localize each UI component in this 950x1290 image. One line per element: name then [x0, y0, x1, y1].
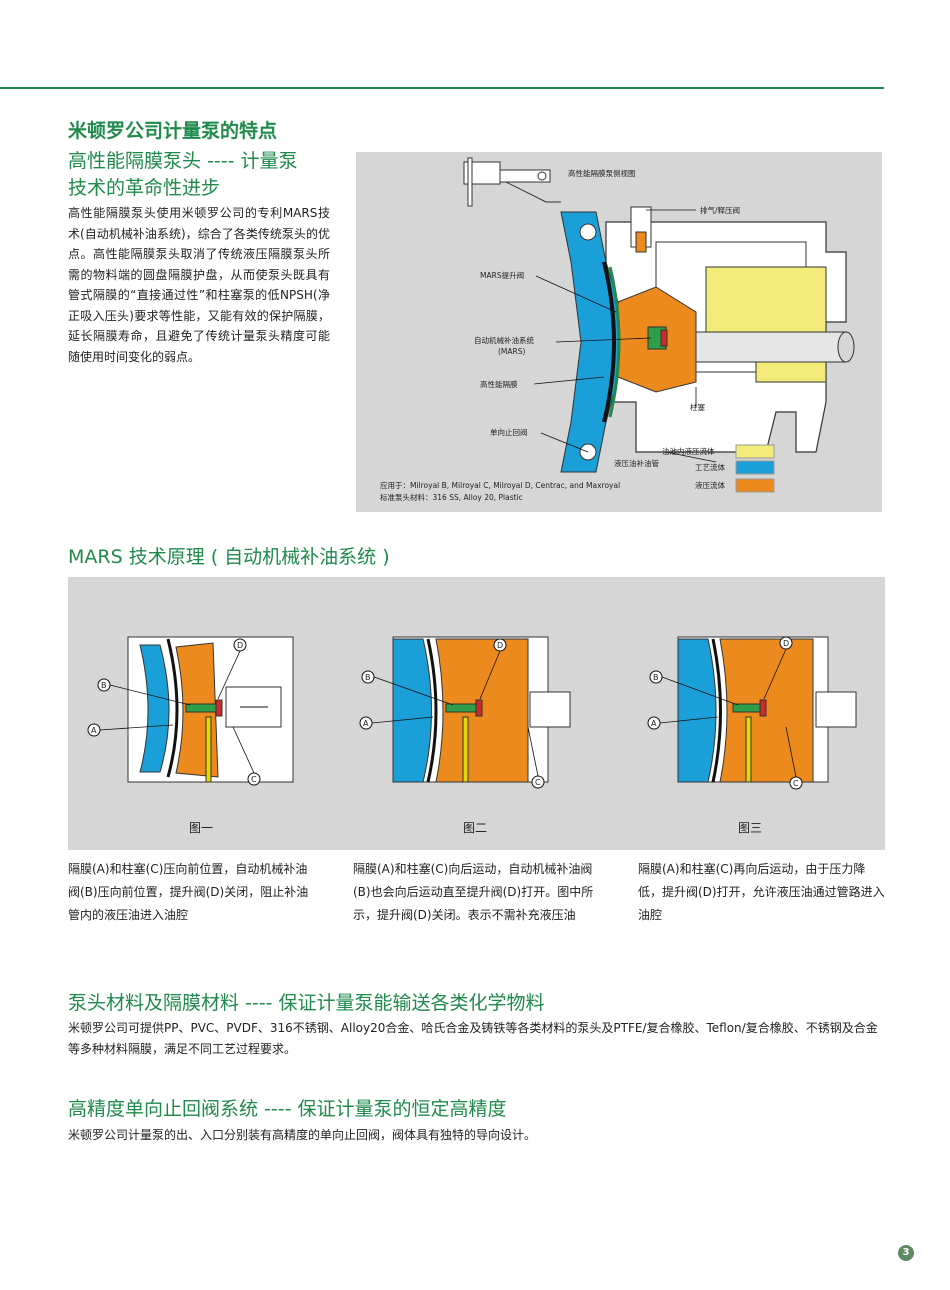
- label-mars-abbr: (MARS): [498, 347, 525, 356]
- callout-a: A: [651, 719, 657, 728]
- label-refill-tube: 液压油补油管: [614, 458, 659, 468]
- caption-figure-2: 图二: [463, 821, 488, 835]
- label-plunger: 柱塞: [690, 402, 705, 412]
- label-check-valve: 单向止回阀: [490, 427, 528, 437]
- materials-paragraph: 米顿罗公司可提供PP、PVC、PVDF、316不锈钢、Alloy20合金、哈氏合…: [68, 1021, 878, 1056]
- callout-a: A: [363, 719, 369, 728]
- callout-a: A: [91, 726, 97, 735]
- callout-d: D: [237, 641, 243, 650]
- mars-step-1-diagram: B A D C: [87, 636, 294, 786]
- mars-step-2-text: 隔膜(A)和柱塞(C)向后运动，自动机械补油阀(B)也会向后运动直至提升阀(D)…: [353, 862, 594, 922]
- label-mars-valve: MARS提升阀: [480, 270, 524, 280]
- check-valve-top: [579, 223, 597, 241]
- label-mars-system: 自动机械补油系统: [474, 335, 534, 345]
- mars-step-3-diagram: B A D C: [647, 636, 857, 790]
- pump-head-cutaway-figure: 高性能隔膜泵侧视图: [356, 152, 882, 512]
- callout-d: D: [783, 639, 789, 648]
- label-vent-valve: 排气/释压阀: [700, 205, 740, 215]
- heading-line-1: 高性能隔膜泵头 ---- 计量泵: [68, 150, 298, 172]
- fluid-legend: 油池内液压流体 工艺流体 液压流体: [662, 444, 775, 493]
- legend-label-process: 工艺流体: [695, 462, 725, 472]
- section-heading-diaphragm: 高性能隔膜泵头 ---- 计量泵 技术的革命性进步: [68, 148, 348, 202]
- plunger: [695, 331, 847, 363]
- check-valve-heading: 高精度单向止回阀系统 ---- 保证计量泵的恒定高精度: [68, 1098, 507, 1120]
- caption-figure-3: 图三: [738, 821, 763, 835]
- legend-label-reservoir: 油池内液压流体: [662, 446, 715, 456]
- heading-line-2: 技术的革命性进步: [68, 177, 221, 199]
- callout-c: C: [251, 775, 257, 784]
- label-diaphragm: 高性能隔膜: [480, 379, 518, 389]
- side-view-label: 高性能隔膜泵侧视图: [568, 168, 636, 178]
- check-valve-paragraph: 米顿罗公司计量泵的出、入口分别装有高精度的单向止回阀，阀体具有独特的导向设计。: [68, 1128, 537, 1142]
- mars-step-1-text: 隔膜(A)和柱塞(C)压向前位置，自动机械补油阀(B)压向前位置，提升阀(D)关…: [68, 862, 309, 922]
- materials-note: 标准泵头材料：316 SS, Alloy 20, Plastic: [380, 492, 523, 502]
- caption-figure-1: 图一: [189, 821, 214, 835]
- legend-label-hydraulic: 液压流体: [695, 480, 725, 490]
- materials-heading: 泵头材料及隔膜材料 ---- 保证计量泵能输送各类化学物料: [68, 992, 545, 1014]
- mars-step-2-diagram: B A D C: [359, 636, 571, 789]
- callout-b: B: [653, 673, 659, 682]
- mars-step-3-text: 隔膜(A)和柱塞(C)再向后运动，由于压力降低，提升阀(D)打开，允许液压油通过…: [638, 862, 885, 922]
- process-fluid: [560, 211, 619, 473]
- callout-b: B: [101, 681, 107, 690]
- callout-b: B: [365, 673, 371, 682]
- pump-side-view-icon: [463, 157, 561, 207]
- legend-swatch-process: [735, 460, 775, 475]
- mars-diagram-panel: B A D C B A D C: [68, 577, 885, 850]
- callout-c: C: [793, 779, 799, 788]
- mars-heading: MARS 技术原理 ( 自动机械补油系统 ): [68, 546, 390, 568]
- page-title: 米顿罗公司计量泵的特点: [68, 120, 278, 142]
- intro-paragraph: 高性能隔膜泵头使用米顿罗公司的专利MARS技术(自动机械补油系统)，综合了各类传…: [68, 206, 330, 364]
- diaphragm: [602, 261, 616, 423]
- callout-c: C: [535, 778, 541, 787]
- page-number-badge: 3: [898, 1245, 914, 1261]
- callout-d: D: [497, 641, 503, 650]
- mars-step-diagrams: B A D C B A D C: [87, 636, 857, 790]
- applies-to-note: 应用于：Milroyal B, Milroyal C, Milroyal D, …: [380, 480, 620, 490]
- top-rule: [0, 87, 884, 89]
- legend-swatch-hydraulic: [735, 478, 775, 493]
- pump-head-diagram: 高性能隔膜泵侧视图: [380, 157, 855, 502]
- legend-swatch-reservoir: [735, 444, 775, 459]
